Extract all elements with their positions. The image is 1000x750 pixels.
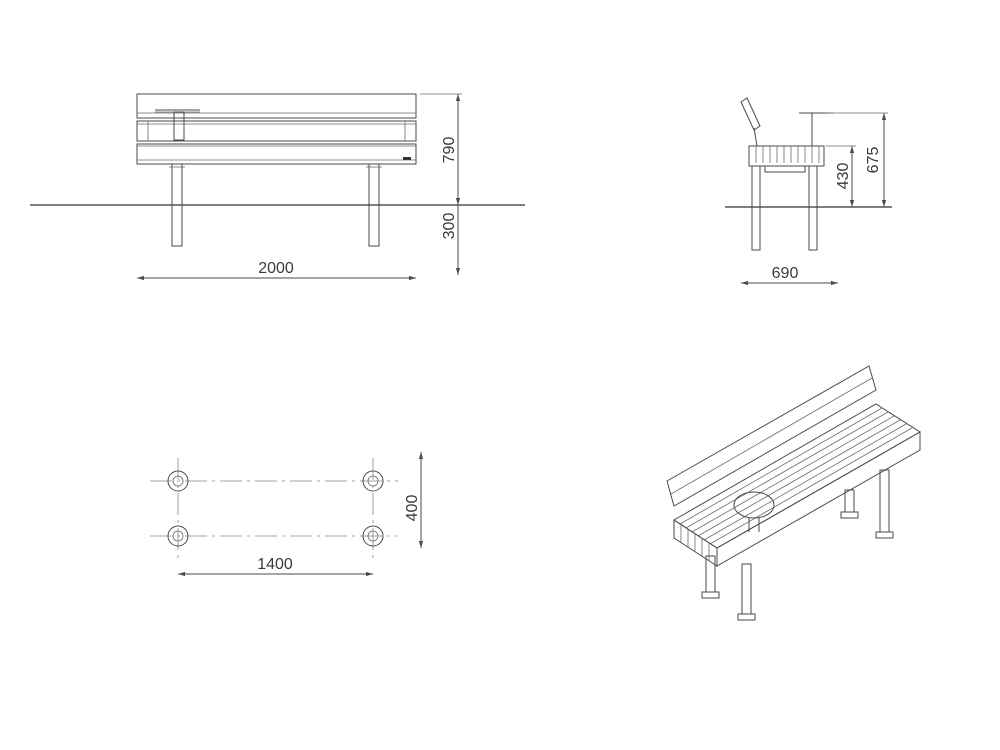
side-slats: [755, 146, 820, 163]
dim-depth: 300: [441, 213, 458, 240]
footplate-bl: [167, 525, 189, 547]
leg-left: [171, 163, 183, 247]
side-leg-back: [808, 165, 818, 251]
side-backrest: [740, 97, 761, 131]
seat-block: [136, 143, 417, 165]
iso-leg-2: [741, 563, 752, 615]
dim-width: 690: [772, 265, 799, 282]
dim-spacing-x: 1400: [257, 556, 293, 573]
dim-table-height: 675: [865, 147, 882, 174]
side-seat: [748, 145, 825, 167]
dim-height: 790: [441, 137, 458, 164]
side-leg-front: [751, 165, 761, 251]
footplate-br: [362, 525, 384, 547]
side-table-post: [173, 111, 185, 141]
side-view: 430 675 690: [725, 97, 892, 286]
dim-spacing-y: 400: [404, 495, 421, 522]
iso-leg-4: [879, 469, 890, 533]
plan-view: 1400 400: [150, 452, 424, 577]
iso-slats: [679, 407, 913, 545]
iso-seat: [673, 403, 921, 549]
isometric-view: [666, 365, 921, 621]
footplate-tl: [167, 470, 189, 492]
seat-frame: [136, 120, 417, 142]
iso-backrest: [666, 365, 877, 507]
footplate-tr: [362, 470, 384, 492]
dim-length: 2000: [258, 260, 294, 277]
backrest: [136, 93, 417, 119]
leg-right: [368, 163, 380, 247]
iso-table-top: [733, 491, 775, 519]
front-view: 2000 790 300: [30, 93, 525, 281]
iso-leg-3: [844, 489, 855, 513]
dim-seat-height: 430: [835, 163, 852, 190]
